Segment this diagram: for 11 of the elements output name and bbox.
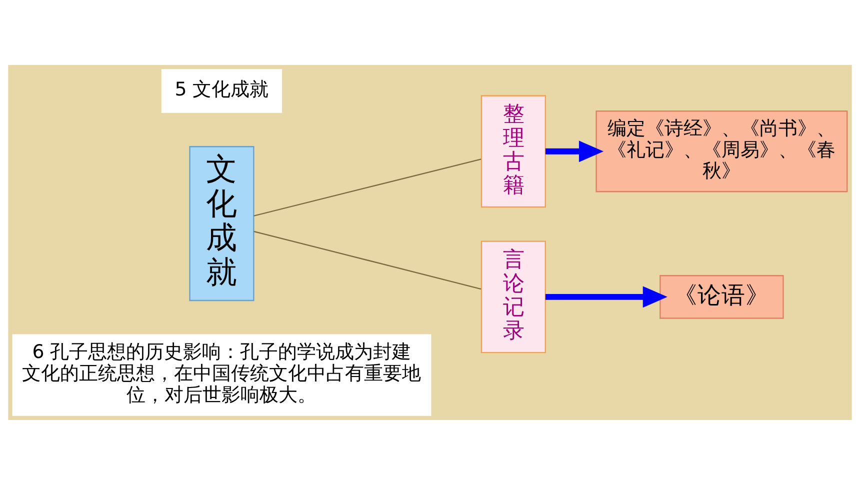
node-box: 5 文化成就 [161, 68, 282, 112]
node-box: 文化成就 [189, 146, 254, 301]
node-box: 整理古籍 [480, 94, 546, 208]
node-box: 《论语》 [660, 274, 784, 318]
connector [254, 230, 482, 290]
connector [254, 158, 482, 216]
node-box: 6 孔子思想的历史影响：孔子的学说成为封建文化的正统思想，在中国传统文化中占有重要地位，对后世影响极大。 [12, 334, 432, 416]
arrow [545, 140, 604, 162]
arrow [545, 286, 668, 308]
node-box: 编定《诗经》、《尚书》、《礼记》、《周易》、《春秋》 [596, 110, 848, 192]
node-box: 言论记录 [480, 240, 546, 353]
